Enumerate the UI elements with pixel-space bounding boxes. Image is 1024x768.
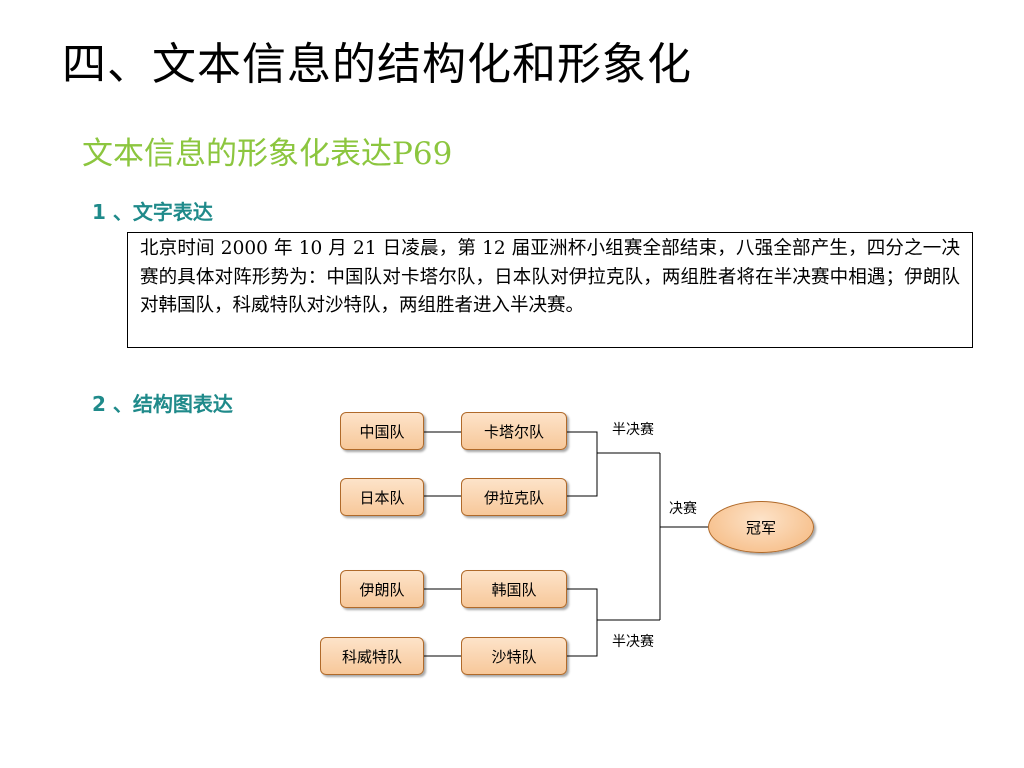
slide-title: 四、文本信息的结构化和形象化 — [62, 39, 692, 90]
team-box-china: 中国队 — [340, 412, 424, 450]
label-semifinal-top: 半决赛 — [612, 422, 654, 438]
section-heading-text: 1 、文字表达 — [92, 200, 213, 224]
team-box-qatar: 卡塔尔队 — [461, 412, 567, 450]
team-box-japan: 日本队 — [340, 478, 424, 516]
team-box-kuwait: 科威特队 — [320, 637, 424, 675]
team-box-korea: 韩国队 — [461, 570, 567, 608]
team-box-iran: 伊朗队 — [340, 570, 424, 608]
label-final: 决赛 — [669, 501, 697, 517]
text-description-box: 北京时间 2000 年 10 月 21 日凌晨，第 12 届亚洲杯小组赛全部结束… — [127, 232, 973, 348]
section-heading-diagram: 2 、结构图表达 — [92, 392, 233, 416]
slide-subtitle: 文本信息的形象化表达P69 — [82, 136, 453, 172]
team-box-iraq: 伊拉克队 — [461, 478, 567, 516]
label-semifinal-bottom: 半决赛 — [612, 634, 654, 650]
team-box-saudi: 沙特队 — [461, 637, 567, 675]
text-paragraph: 北京时间 2000 年 10 月 21 日凌晨，第 12 届亚洲杯小组赛全部结束… — [140, 238, 960, 316]
champion-ellipse: 冠军 — [708, 501, 814, 553]
bracket-lower-pair — [567, 588, 598, 657]
bracket-upper-pair — [567, 431, 598, 497]
